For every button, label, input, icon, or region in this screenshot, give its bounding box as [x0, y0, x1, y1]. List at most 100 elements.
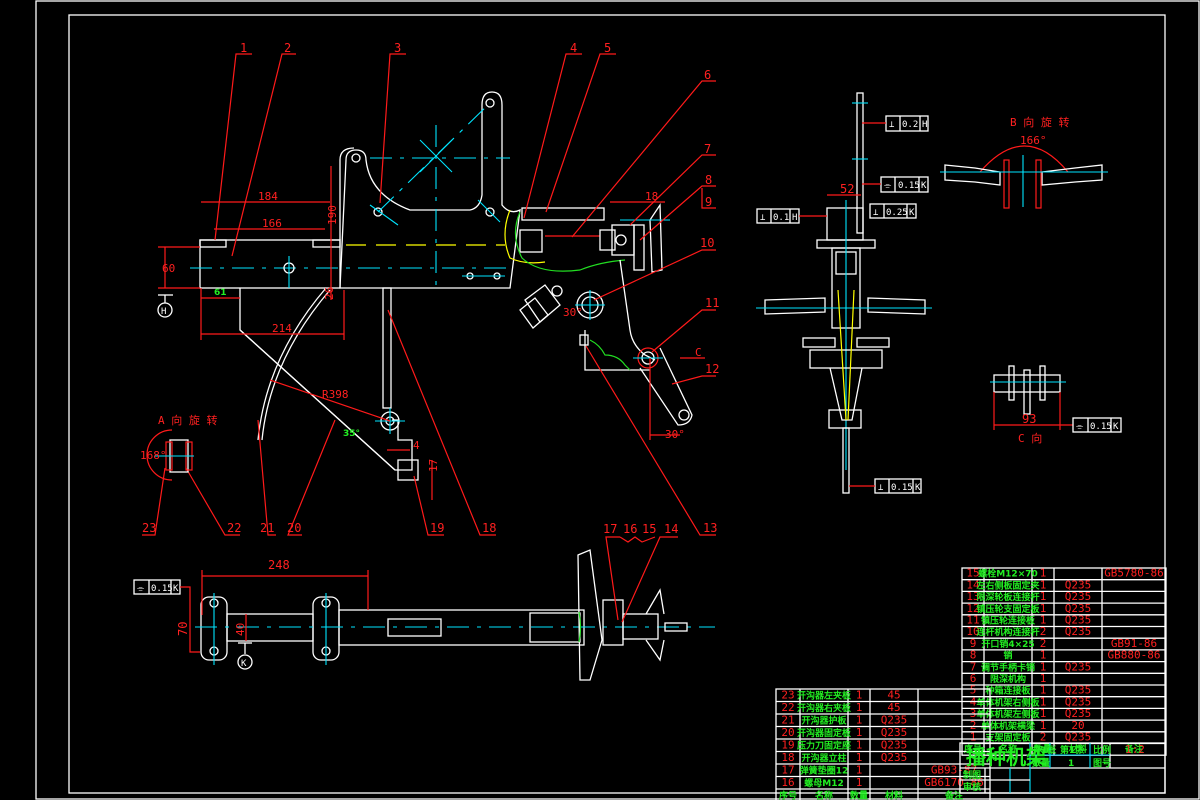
- c-shaft: [993, 374, 1061, 393]
- cell-no: 22: [781, 701, 794, 714]
- angle-166: 166°: [1020, 134, 1047, 147]
- leader-9: [701, 188, 716, 209]
- cell-no: 14: [966, 578, 980, 591]
- cell-qty: 1: [856, 689, 863, 702]
- dim-61: 61: [214, 288, 227, 298]
- leader-6: [571, 80, 716, 238]
- cell-name: 螺母M12: [804, 777, 843, 789]
- tol-datum: K: [909, 208, 915, 218]
- scale-label: 比例: [1093, 744, 1111, 756]
- tol-box: [1072, 417, 1122, 433]
- rod-pin: [615, 234, 627, 246]
- leader-1: [214, 53, 252, 241]
- cell-material: Q235: [1065, 614, 1092, 627]
- balloon-15: 15: [642, 522, 656, 536]
- dim-r398: R398: [322, 388, 349, 401]
- cell-no: 12: [966, 602, 979, 615]
- cell-no: 9: [970, 637, 977, 650]
- side-tip: [842, 427, 850, 494]
- cell-no: 20: [781, 726, 794, 739]
- center-mark: [477, 199, 501, 223]
- cell-qty: 1: [856, 701, 863, 714]
- cell-material: Q235: [1065, 625, 1092, 638]
- leader-13: [585, 345, 716, 536]
- table-frame: [775, 688, 991, 800]
- c-hub: [1023, 369, 1031, 415]
- cell-note: GB5780-86: [1104, 567, 1164, 580]
- tol-symbol: ⊥: [760, 213, 766, 223]
- cell-qty: 1: [1040, 567, 1047, 580]
- centerline: [377, 102, 491, 213]
- cell-no: 23: [781, 689, 794, 702]
- leader-23: [142, 467, 166, 536]
- balloon-7: 7: [704, 142, 711, 156]
- balloon-group-brace: [619, 536, 656, 543]
- cell-material: Q235: [1065, 602, 1092, 615]
- cell-no: 8: [970, 649, 977, 662]
- hidden-line: [847, 289, 855, 421]
- balloon-14: 14: [664, 522, 678, 536]
- blade-seat-19: [397, 459, 419, 481]
- cell-name: 左右侧板固定夹: [975, 579, 1039, 591]
- c-disc: [1008, 365, 1015, 401]
- cell-name: 开沟器左夹板: [797, 690, 852, 702]
- main-front-view: [190, 91, 693, 481]
- coulter-guard-inner: [257, 287, 327, 441]
- cell-note: GB93-87: [931, 764, 977, 777]
- b-plate-hatched: [1003, 159, 1010, 209]
- view-a-rotated: A 向 旋 转 168°: [140, 413, 218, 481]
- dim-248: 248: [268, 558, 290, 572]
- flange-right: [856, 337, 890, 348]
- dim-70: 70: [176, 622, 190, 636]
- tol-value: 0.1: [773, 213, 789, 223]
- break-line: [589, 339, 631, 371]
- cell-qty: 1: [856, 776, 863, 789]
- beam-tab-left: [199, 239, 227, 248]
- tol-datum: K: [915, 483, 921, 493]
- tol-frame-5: ⊥ 0.15 K: [874, 478, 922, 494]
- cell-name: 支架固定板: [984, 732, 1031, 744]
- handle-7: [649, 202, 663, 273]
- break-line: [578, 611, 582, 643]
- cell-no: 13: [966, 590, 979, 603]
- balloon-8: 8: [705, 173, 712, 187]
- tol-value: 0.15: [898, 181, 920, 191]
- cell-material: Q235: [1065, 695, 1092, 708]
- cell-name: 单体机架左侧板: [976, 708, 1040, 720]
- cell-no: 7: [970, 660, 977, 673]
- cell-no: 10: [966, 625, 979, 638]
- leader-19: [413, 475, 444, 536]
- tol-box: [869, 203, 917, 219]
- view-c-title: C 向: [1018, 431, 1042, 445]
- b-plate-hatched: [1035, 159, 1042, 209]
- designer-label: 制图: [963, 769, 981, 781]
- cell-no: 2: [970, 719, 977, 732]
- leader-14: [621, 536, 678, 623]
- balloon-9: 9: [705, 195, 712, 209]
- datum-circle: [157, 302, 173, 318]
- dim-17: 17: [427, 459, 440, 472]
- top-slot: [387, 618, 442, 637]
- balloon-2: 2: [284, 41, 291, 55]
- cell-name: 限深机构: [990, 673, 1026, 685]
- cell-name: 压力刀固定座: [797, 740, 851, 752]
- leader-12: [671, 375, 716, 385]
- leader-4: [523, 53, 582, 219]
- hidden-line: [837, 289, 847, 421]
- b-handle-right: [1041, 164, 1103, 186]
- tol-leader: [180, 586, 200, 653]
- tol-frame-7: ⌯ 0.15 K: [133, 579, 181, 595]
- cam-block: [524, 284, 561, 323]
- header-name: 名称: [815, 790, 833, 800]
- crossbeam: [199, 239, 341, 289]
- cell-qty: 1: [1040, 578, 1047, 591]
- tol-symbol: ⊥: [878, 483, 884, 493]
- cell-name: 调节手柄卡销: [981, 661, 1035, 673]
- balloon-12: 12: [705, 362, 719, 376]
- side-flange: [809, 349, 883, 369]
- balloon-11: 11: [705, 296, 719, 310]
- sheet-number: 第1张: [1060, 744, 1085, 756]
- center-mark: [369, 204, 399, 226]
- cell-name: 开口销4×25: [981, 638, 1034, 650]
